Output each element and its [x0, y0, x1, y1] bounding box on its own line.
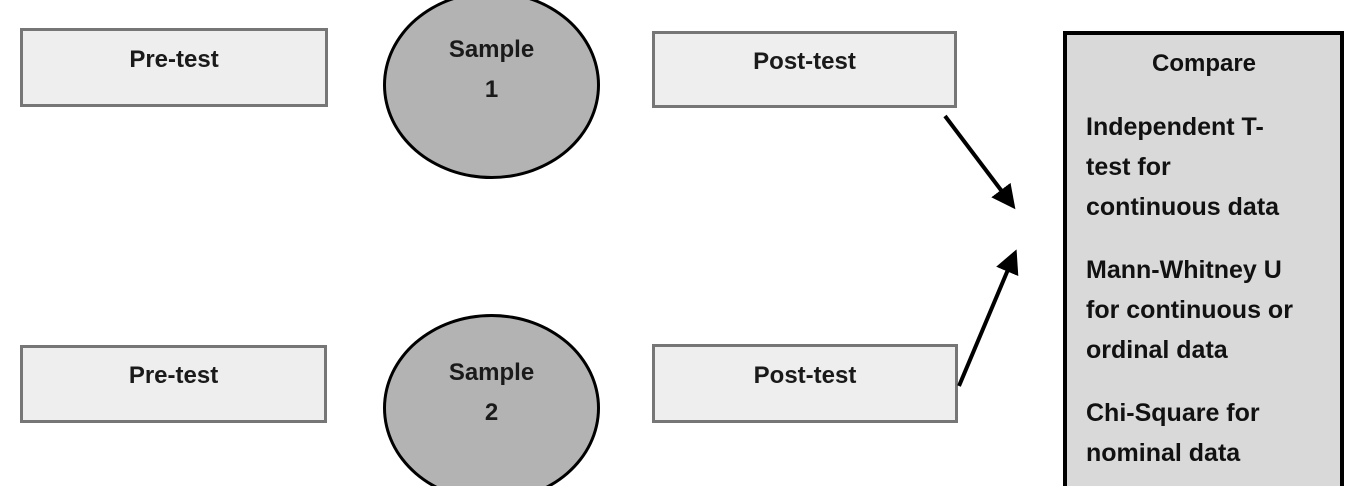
posttest-box-2-label: Post-test: [753, 361, 857, 389]
compare-item-independent-t-test: Independent T- test for continuous data: [1086, 113, 1280, 221]
compare-item-chi-square: Chi-Square for nominal data: [1086, 399, 1260, 467]
sample-ellipse-1-label: Sample 1: [448, 36, 535, 103]
arrow-posttest1-to-compare-icon: [943, 114, 1016, 210]
posttest-box-1: Post-test: [652, 31, 957, 108]
pretest-box-2: Pre-test: [20, 345, 327, 423]
posttest-box-2: Post-test: [652, 344, 958, 423]
sample-ellipse-2: Sample 2: [383, 314, 600, 486]
arrow-posttest2-to-compare-icon: [957, 249, 1019, 387]
pretest-box-2-label: Pre-test: [128, 362, 219, 389]
compare-item-mann-whitney-u: Mann-Whitney U for continuous or ordinal…: [1086, 256, 1293, 364]
posttest-box-1-label: Post-test: [753, 47, 856, 75]
pretest-box-1-label: Pre-test: [129, 45, 219, 73]
sample-ellipse-1: Sample 1: [383, 0, 600, 179]
compare-title: Compare: [1151, 50, 1257, 77]
sample-ellipse-2-label: Sample 2: [448, 359, 535, 426]
pretest-box-1: Pre-test: [20, 28, 328, 107]
compare-box: Compare Independent T- test for continuo…: [1063, 31, 1344, 486]
